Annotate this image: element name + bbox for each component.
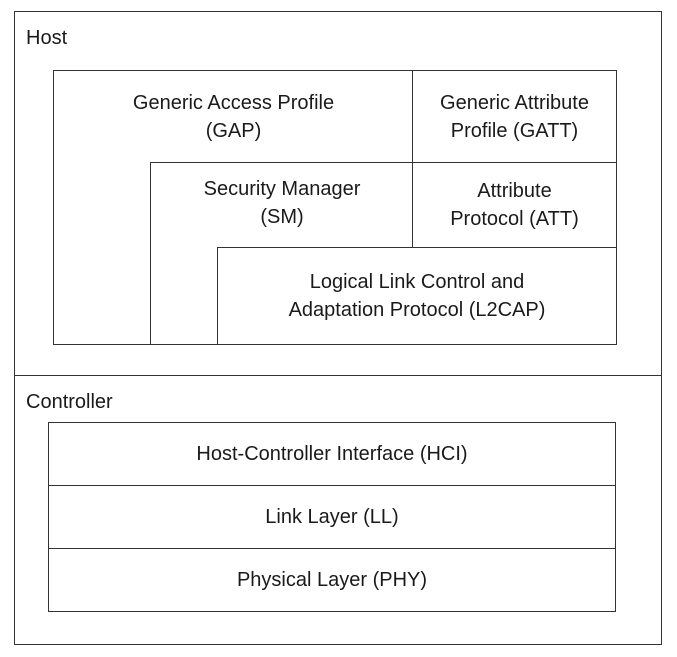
host-label: Host xyxy=(26,27,68,49)
hci-box: Host-Controller Interface (HCI) xyxy=(48,422,616,486)
l2cap-label-line2: Adaptation Protocol (L2CAP) xyxy=(288,299,546,321)
sm-label-line1: Security Manager xyxy=(203,178,361,200)
controller-label: Controller xyxy=(26,391,113,413)
gap-label-line1: Generic Access Profile xyxy=(132,92,335,114)
l2cap-box: Logical Link Control and Adaptation Prot… xyxy=(217,247,617,345)
gatt-label-line1: Generic Attribute xyxy=(440,91,589,114)
l2cap-label-line1: Logical Link Control and xyxy=(309,271,525,293)
att-box: Attribute Protocol (ATT) xyxy=(412,162,617,248)
gatt-label-line2: Profile (GATT) xyxy=(450,119,579,142)
att-label-line2: Protocol (ATT) xyxy=(450,208,579,230)
gap-label-line2: (GAP) xyxy=(205,120,262,142)
gatt-box: Generic Attribute Profile (GATT) xyxy=(412,70,617,163)
hci-label: Host-Controller Interface (HCI) xyxy=(196,443,468,465)
att-label-line1: Attribute xyxy=(477,180,552,202)
sm-label-line2: (SM) xyxy=(260,206,304,228)
phy-box: Physical Layer (PHY) xyxy=(48,548,616,612)
phy-label: Physical Layer (PHY) xyxy=(236,569,428,591)
ll-label: Link Layer (LL) xyxy=(265,506,399,528)
ll-box: Link Layer (LL) xyxy=(48,485,616,549)
